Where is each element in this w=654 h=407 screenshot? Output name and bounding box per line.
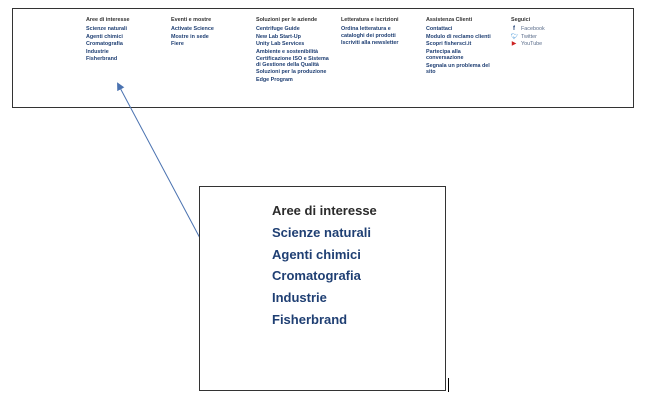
zoom-heading: Aree di interesse xyxy=(272,203,377,218)
twitter-icon: 🐦︎ xyxy=(511,33,519,40)
footer-column-aree: Aree di interesse Scienze naturali Agent… xyxy=(86,17,166,63)
footer-link-certificazione-iso[interactable]: Certificazione ISO e Sistema di Gestione… xyxy=(256,56,329,69)
zoom-column-aree: Aree di interesse Scienze naturali Agent… xyxy=(272,200,377,331)
footer-column-social: Seguici f Facebook 🐦︎ Twitter ▶ YouTube xyxy=(511,17,571,49)
social-label: Facebook xyxy=(521,26,545,33)
youtube-icon: ▶ xyxy=(511,41,517,48)
column-heading: Assistenza Clienti xyxy=(426,17,473,23)
footer-link-fisherbrand[interactable]: Fisherbrand xyxy=(86,56,118,63)
footer-link-scienze-naturali[interactable]: Scienze naturali xyxy=(86,26,128,33)
footer-link-contattaci[interactable]: Contattaci xyxy=(426,26,453,33)
column-heading: Aree di interesse xyxy=(86,17,130,23)
footer-link-cromatografia[interactable]: Cromatografia xyxy=(86,41,123,48)
column-heading: Letteratura e iscrizioni xyxy=(341,17,399,23)
zoom-callout: Aree di interesse Scienze naturali Agent… xyxy=(199,186,446,391)
footer-column-soluzioni: Soluzioni per le aziende Centrifuge Guid… xyxy=(256,17,330,84)
footer-link-mostre-in-sede[interactable]: Mostre in sede xyxy=(171,33,209,40)
footer-link-ambiente[interactable]: Ambiente e sostenibilità xyxy=(256,48,319,55)
footer-link-unity-lab-services[interactable]: Unity Lab Services xyxy=(256,41,305,48)
footer-link-edge-program[interactable]: Edge Program xyxy=(256,76,293,83)
footer-column-letteratura: Letteratura e iscrizioni Ordina letterat… xyxy=(341,17,405,47)
zoom-link-fisherbrand[interactable]: Fisherbrand xyxy=(272,311,348,327)
facebook-icon: f xyxy=(513,26,515,33)
footer-link-centrifuge-guide[interactable]: Centrifuge Guide xyxy=(256,26,300,33)
footer-link-soluzioni-produzione[interactable]: Soluzioni per la produzione xyxy=(256,69,327,76)
footer-link-agenti-chimici[interactable]: Agenti chimici xyxy=(86,33,123,40)
social-link-facebook[interactable]: f Facebook xyxy=(511,26,571,33)
footer-link-industrie[interactable]: Industrie xyxy=(86,48,109,55)
social-link-twitter[interactable]: 🐦︎ Twitter xyxy=(511,34,571,41)
footer-link-partecipa[interactable]: Partecipa alla conversazione xyxy=(426,48,464,61)
footer-column-assistenza: Assistenza Clienti Contattaci Modulo di … xyxy=(426,17,498,76)
social-label: Twitter xyxy=(521,33,537,40)
column-heading: Eventi e mostre xyxy=(171,17,212,23)
footer-column-eventi: Eventi e mostre Activate Science Mostre … xyxy=(171,17,251,49)
footer-link-fiere[interactable]: Fiere xyxy=(171,41,184,48)
zoom-link-industrie[interactable]: Industrie xyxy=(272,290,327,306)
social-label: YouTube xyxy=(521,41,543,48)
zoom-link-agenti-chimici[interactable]: Agenti chimici xyxy=(272,246,361,262)
footer-link-newsletter[interactable]: Iscriviti alla newsletter xyxy=(341,39,399,46)
footer-link-scopri-fishersci[interactable]: Scopri fishersci.it xyxy=(426,41,472,48)
zoom-link-cromatografia[interactable]: Cromatografia xyxy=(272,268,361,284)
column-heading: Soluzioni per le aziende xyxy=(256,17,318,23)
text-cursor xyxy=(448,378,449,392)
footer-link-segnala-problema[interactable]: Segnala un problema del sito xyxy=(426,63,490,76)
zoom-link-scienze-naturali[interactable]: Scienze naturali xyxy=(272,224,371,240)
footer-link-modulo-reclamo[interactable]: Modulo di reclamo clienti xyxy=(426,33,491,40)
column-heading: Seguici xyxy=(511,17,531,23)
footer-link-activate-science[interactable]: Activate Science xyxy=(171,26,214,33)
social-link-youtube[interactable]: ▶ YouTube xyxy=(511,41,571,48)
footer-screenshot: Aree di interesse Scienze naturali Agent… xyxy=(12,8,634,108)
footer-link-new-lab-start-up[interactable]: New Lab Start-Up xyxy=(256,33,301,40)
footer-link-ordina-letteratura[interactable]: Ordina letteratura e cataloghi dei prodo… xyxy=(341,26,396,39)
